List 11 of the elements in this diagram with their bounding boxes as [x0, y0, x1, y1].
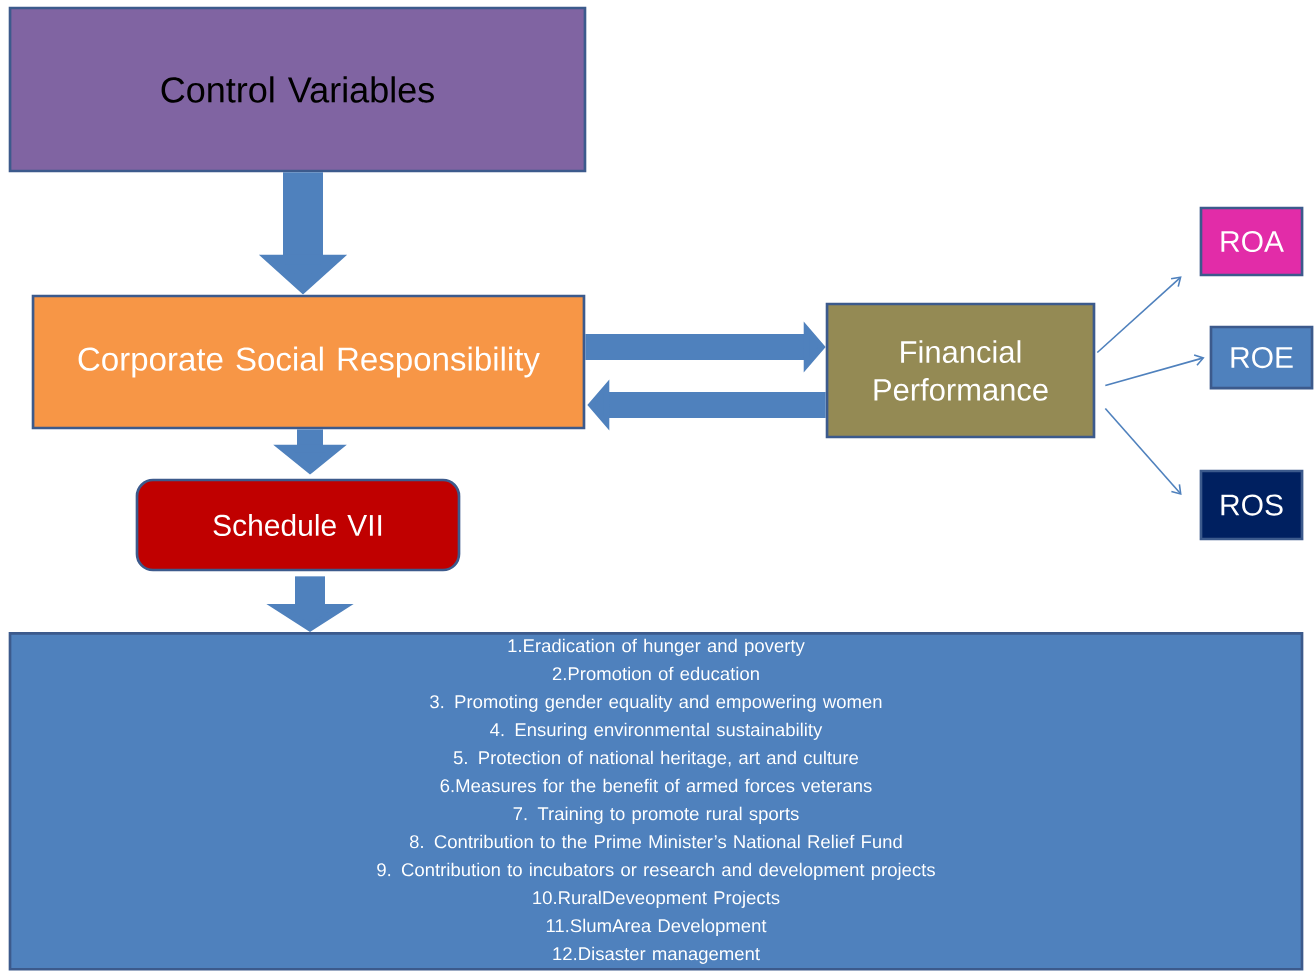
process-box: Financial Performance	[825, 302, 1096, 439]
schedule-box: Schedule VII	[135, 478, 461, 572]
measure-box: ROA	[1199, 206, 1304, 277]
list-box: 1.Eradication of hunger and poverty 2.Promotion of education 3. Promoting gender equality and empowering women 4. Ensuring environmental sustainability 5. Protection of national heritage, art and culture 6.Measures for the benefit of armed forces veterans 7. Training to promote rural sports 8. Contribution to the Prime Minister’s National Relief Fund 9. Contribution to incubators or research and development projects 10.RuralDeveopment Projects 11.SlumArea Development 12.Disaster management	[8, 632, 1304, 971]
process-box: Control Variables	[8, 6, 587, 173]
arrow	[1104, 354, 1205, 387]
arrow	[1104, 407, 1182, 495]
measure-box: ROS	[1199, 469, 1304, 541]
measure-box: ROE	[1209, 325, 1314, 390]
process-box: Corporate Social Responsibility	[31, 294, 586, 430]
arrow	[1096, 276, 1182, 354]
